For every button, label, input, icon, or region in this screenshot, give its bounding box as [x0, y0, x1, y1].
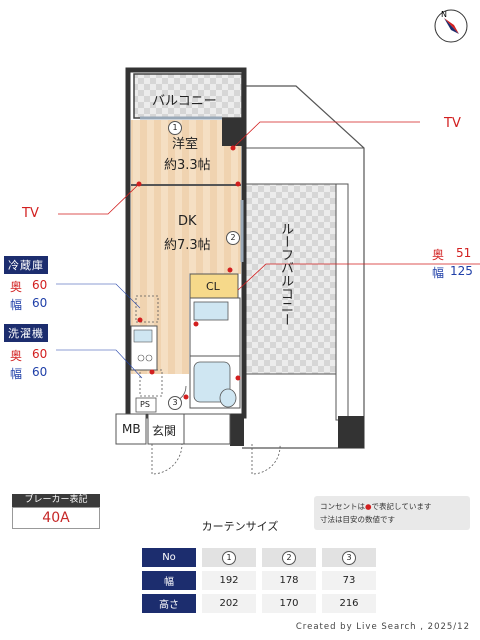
- western-room-label: 洋室: [172, 137, 199, 152]
- table-row: No 1 2 3: [142, 548, 376, 567]
- fridge-depth-label: 奥: [10, 280, 23, 294]
- curtain-number-2: 2: [282, 550, 296, 565]
- closet-area: [189, 273, 239, 299]
- curtain-title: カーテンサイズ: [201, 520, 279, 533]
- washer-depth-label: 奥: [10, 349, 23, 363]
- entrance-door: [151, 443, 183, 475]
- note-line2: 寸法は目安の数値です: [320, 515, 395, 524]
- dk-size: 約7.3帖: [164, 238, 211, 253]
- pillar: [230, 416, 244, 446]
- ac-width-value: 125: [450, 264, 473, 278]
- washer-depth-value: 60: [32, 347, 48, 361]
- svg-text:N: N: [441, 10, 447, 19]
- tv-label-right: TV: [444, 116, 461, 131]
- roof-balcony-label: ルーフバルコニー: [278, 222, 293, 326]
- table-row: 高さ 202 170 216: [142, 594, 376, 613]
- compass-icon: N: [434, 9, 468, 43]
- curtain-number-3: 3: [342, 550, 356, 565]
- callout-lines: [58, 121, 480, 291]
- note-line1-post: で表記しています: [371, 502, 432, 511]
- curtain-height-2: 170: [262, 594, 316, 613]
- curtain-width-2: 178: [262, 571, 316, 590]
- breaker-value: 40A: [12, 507, 100, 529]
- table-row: 幅 192 178 73: [142, 571, 376, 590]
- fridge-title: 冷蔵庫: [4, 256, 48, 274]
- curtain-width-1: 192: [202, 571, 256, 590]
- curtain-height-1: 202: [202, 594, 256, 613]
- tv-label-left: TV: [22, 206, 39, 221]
- curtain-width-3: 73: [322, 571, 376, 590]
- mb-box: [115, 413, 147, 445]
- legend-note: コンセントは●で表記しています 寸法は目安の数値です: [314, 496, 470, 530]
- curtain-header: No: [142, 548, 196, 567]
- washer-title: 洗濯機: [4, 324, 48, 342]
- window-marker-2: 2: [226, 231, 240, 245]
- closet-label: CL: [206, 280, 220, 293]
- entrance-label: 玄関: [152, 424, 177, 438]
- credit-text: Created by Live Search , 2025/12: [295, 622, 470, 632]
- pillar: [338, 416, 364, 448]
- window-marker-1: 1: [168, 121, 182, 135]
- washer-width-label: 幅: [10, 367, 23, 381]
- outlet-icon: ●: [365, 502, 372, 511]
- pillar: [222, 118, 242, 146]
- curtain-height-label: 高さ: [142, 594, 196, 613]
- fridge-width-label: 幅: [10, 298, 23, 312]
- curtain-height-3: 216: [322, 594, 376, 613]
- washer-width-value: 60: [32, 365, 48, 379]
- outlet-markers: [136, 145, 241, 400]
- note-line1-pre: コンセントは: [320, 502, 365, 511]
- window-marker-3: 3: [168, 396, 182, 410]
- entrance-floor: [147, 413, 185, 445]
- ac-depth-value: 51: [456, 246, 472, 260]
- curtain-number-1: 1: [222, 550, 236, 565]
- ps-box: [135, 397, 157, 413]
- ps-label: PS: [140, 400, 150, 409]
- roof-balcony-area: [243, 183, 337, 375]
- fridge-width-value: 60: [32, 296, 48, 310]
- dk-floor: [131, 186, 241, 274]
- balcony-label: バルコニー: [152, 94, 217, 109]
- breaker-title: ブレーカー表記: [12, 494, 100, 507]
- ac-width-label: 幅: [432, 266, 445, 280]
- ac-depth-label: 奥: [432, 248, 445, 262]
- fridge-depth-value: 60: [32, 278, 48, 292]
- mb-label: MB: [122, 422, 141, 436]
- dk-label: DK: [178, 214, 197, 229]
- curtain-width-label: 幅: [142, 571, 196, 590]
- curtain-table: No 1 2 3 幅 192 178 73 高さ 202 170 216: [136, 544, 382, 617]
- western-room-size: 約3.3帖: [164, 158, 211, 173]
